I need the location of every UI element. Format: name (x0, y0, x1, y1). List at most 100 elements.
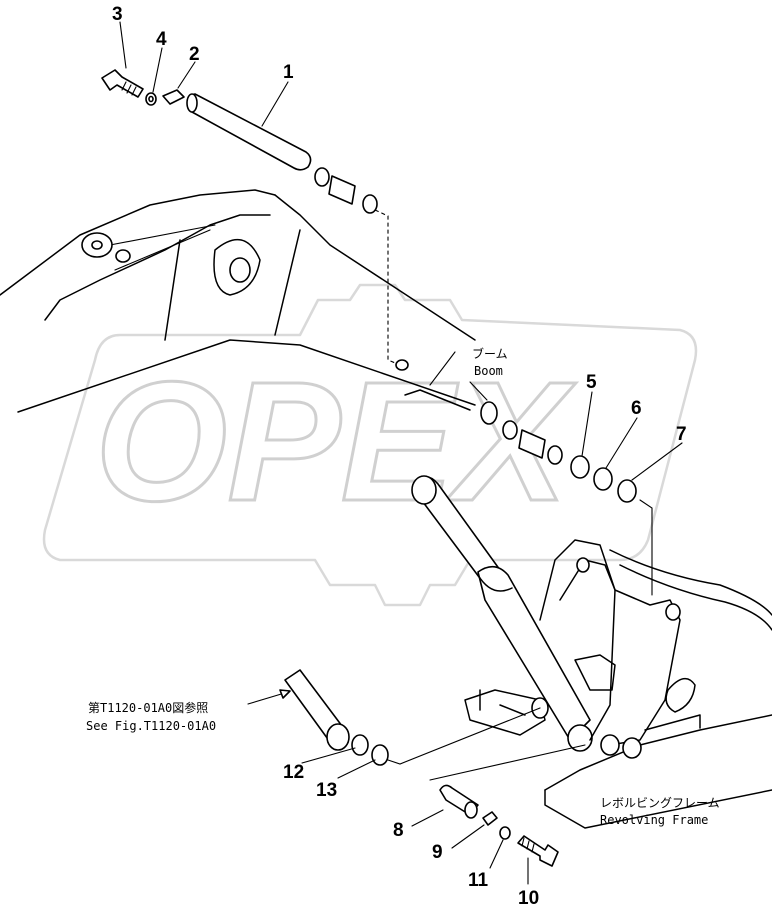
leader-6 (605, 417, 638, 469)
bushing-right-a (502, 420, 518, 440)
frame-pin-boss-2 (622, 737, 642, 759)
boom-cross-line (109, 224, 216, 246)
bracket-hole-left (576, 557, 590, 573)
boom-pin-hole (395, 359, 409, 371)
revolving-frame-label-jp: レボルビングフレーム (600, 796, 720, 810)
see-fig-label-jp: 第T1120-01A0図参照 (88, 700, 208, 715)
see-fig-label-en: See Fig.T1120-01A0 (86, 719, 216, 733)
bolt-3-thread (121, 81, 137, 96)
boom (0, 189, 476, 413)
boom-label-en: Boom (474, 364, 503, 378)
boom-foot-hole (229, 257, 251, 283)
boom-foot-boss (213, 238, 261, 296)
callout-1: 1 (283, 62, 294, 83)
leader-lines (119, 21, 683, 885)
boom-upper-outline (0, 189, 276, 296)
shim-5 (570, 455, 590, 479)
callout-numbers: 3 4 2 1 5 6 7 8 9 10 11 12 13 (112, 4, 687, 909)
leader-boom-2 (469, 381, 488, 401)
leader-7 (631, 442, 683, 481)
bushing-left-b (328, 175, 356, 205)
spacer-13 (371, 744, 389, 766)
shim-leader-line (639, 499, 653, 596)
frame-step (644, 714, 701, 731)
bracket-hole-right (665, 603, 681, 621)
frame-pin-boss-1 (600, 734, 620, 756)
shim-7 (617, 479, 637, 503)
boom-lug-pin (115, 249, 131, 263)
frame-lower-edge (544, 789, 772, 829)
boom-inner-edge-2 (274, 229, 301, 336)
frame-lug-left (464, 689, 546, 736)
plate-2 (162, 89, 185, 105)
bracket-plate (539, 539, 681, 746)
leader-2 (177, 61, 196, 89)
callout-5: 5 (586, 372, 597, 393)
leader-1 (261, 81, 289, 127)
bottom-pin-leader (429, 744, 586, 781)
spacer-12 (351, 734, 369, 756)
washer-11 (499, 826, 511, 840)
see-fig-arrowhead (279, 689, 291, 699)
leader-13 (337, 759, 376, 779)
bolt-10 (517, 835, 559, 867)
bushing-right-c (547, 445, 563, 465)
top-pin-assembly (101, 69, 409, 371)
leader-12 (301, 747, 356, 764)
bushing-left-c (362, 194, 378, 214)
arm-cylinder-end (247, 669, 541, 766)
arm-cylinder-eye (326, 723, 350, 751)
pin-8-end (464, 801, 478, 819)
boom-label-jp: ブーム (472, 346, 508, 361)
leader-5 (581, 391, 593, 457)
callout-3: 3 (112, 4, 123, 25)
frame-lug-dash (479, 689, 526, 716)
bottom-pin-assembly (429, 744, 586, 867)
pin-1 (186, 93, 312, 171)
callout-12: 12 (283, 762, 304, 783)
watermark-text: OPEX (95, 347, 576, 537)
boom-boss-right (480, 401, 498, 425)
cylinder-collar (477, 574, 513, 592)
boom-side-panel (44, 214, 271, 321)
frame-edge-lower (619, 564, 772, 631)
boom-lug-hole (91, 240, 103, 250)
leader-boom (429, 351, 456, 386)
pin-1-head (186, 93, 198, 113)
shim-6 (593, 467, 613, 491)
leader-11 (489, 839, 504, 869)
boom-cross-line-2 (114, 229, 211, 271)
callout-7: 7 (676, 424, 687, 445)
pin-1-leader-dash (374, 209, 401, 366)
bracket-cutout (574, 654, 616, 691)
frame-edge-upper (609, 549, 772, 616)
bushing-left-a (314, 167, 330, 187)
bolt-10-thread (521, 837, 535, 853)
callout-10: 10 (518, 888, 539, 909)
plate-9 (482, 811, 498, 826)
boom-inner-edge (164, 239, 181, 341)
callout-9: 9 (432, 842, 443, 863)
leader-3 (119, 21, 127, 69)
bracket-oval (665, 677, 696, 713)
callout-8: 8 (393, 820, 404, 841)
boom-top-edge (274, 194, 476, 341)
revolving-frame-label-en: Revolving Frame (600, 813, 708, 827)
washer-4-hole (148, 95, 154, 103)
cylinder-bottom-eye (567, 724, 593, 752)
boom-foot-end (404, 389, 471, 411)
bushing-right-b (518, 429, 546, 459)
leader-9 (451, 824, 485, 849)
callout-6: 6 (631, 398, 642, 419)
boom-lower-edge (17, 339, 476, 413)
right-pin-assembly (480, 401, 653, 596)
callout-2: 2 (189, 44, 200, 65)
boom-cylinder (411, 475, 593, 752)
revolving-frame-bracket (464, 539, 772, 829)
callout-4: 4 (156, 29, 167, 50)
callout-11: 11 (468, 870, 489, 891)
callout-13: 13 (316, 780, 337, 801)
spacer-leader (387, 707, 541, 765)
cylinder-rod-eye (411, 475, 437, 505)
